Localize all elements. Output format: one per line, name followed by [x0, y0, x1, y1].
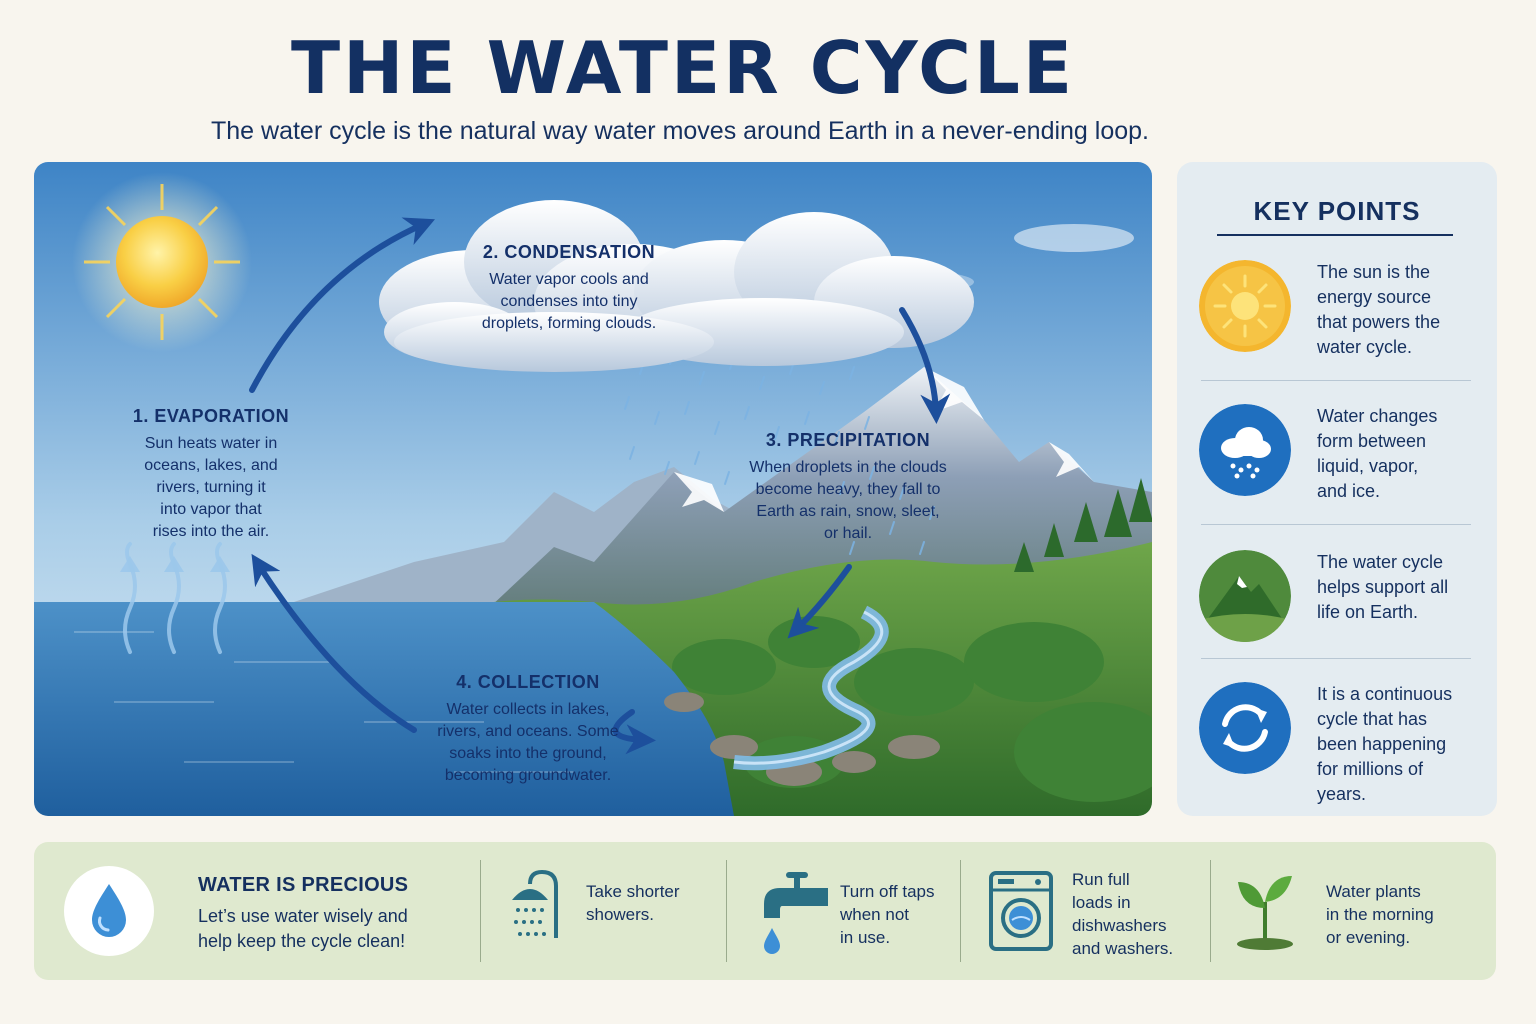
tip-line: or evening.: [1326, 928, 1411, 947]
key-point-item: It is a continuous cycle that has been h…: [1199, 682, 1471, 804]
conservation-text: Let’s use water wisely and help keep the…: [198, 904, 448, 954]
tip-text: Water plants in the morning or evening.: [1326, 880, 1434, 949]
faucet-icon: [750, 866, 830, 962]
tip-line: Take shorter: [586, 882, 680, 901]
key-point-item: The water cycle helps support all life o…: [1199, 550, 1471, 670]
mountain-icon: [1199, 550, 1291, 642]
tip-divider: [1210, 860, 1211, 962]
tip-text: Take shorter showers.: [586, 880, 680, 926]
step-text-line: Water vapor cools and: [489, 271, 649, 288]
shower-icon: [504, 864, 574, 958]
step-text-line: Water collects in lakes,: [446, 701, 610, 718]
key-point-divider: [1201, 658, 1471, 659]
step-condensation: 2. CONDENSATION Water vapor cools and co…: [444, 242, 694, 335]
water-drop-icon: [64, 866, 154, 956]
rain-cloud-icon: [1199, 404, 1291, 496]
tip-line: dishwashers: [1072, 916, 1167, 935]
key-point-text: Water changes form between liquid, vapor…: [1317, 404, 1487, 504]
tip-line: Turn off taps: [840, 882, 935, 901]
key-point-item: Water changes form between liquid, vapor…: [1199, 404, 1471, 524]
step-text-line: When droplets in the clouds: [749, 459, 947, 476]
key-point-line: Water changes: [1317, 406, 1438, 426]
step-text-line: soaks into the ground,: [449, 745, 607, 762]
tip-text: Run full loads in dishwashers and washer…: [1072, 868, 1173, 960]
key-point-line: and ice.: [1317, 481, 1381, 501]
key-point-line: for millions of: [1317, 759, 1424, 779]
tip-line: and washers.: [1072, 939, 1174, 958]
key-point-line: liquid, vapor,: [1317, 456, 1419, 476]
step-text-line: into vapor that: [160, 501, 262, 518]
step-text-line: rises into the air.: [152, 523, 270, 540]
tip-line: when not: [840, 905, 909, 924]
key-point-line: cycle that has: [1317, 709, 1428, 729]
step-text-line: become heavy, they fall to: [755, 481, 941, 498]
key-point-line: form between: [1317, 431, 1427, 451]
step-text-line: rivers, turning it: [156, 479, 266, 496]
step-text-line: condenses into tiny: [500, 293, 638, 310]
washing-machine-icon: [988, 870, 1054, 956]
page-subtitle: The water cycle is the natural way water…: [211, 117, 1149, 145]
tip-line: in the morning: [1326, 905, 1434, 924]
key-point-line: years.: [1317, 784, 1367, 804]
water-cycle-illustration: 1. EVAPORATION Sun heats water in oceans…: [34, 162, 1152, 816]
landscape-scene: [34, 162, 1152, 816]
step-text-line: droplets, forming clouds.: [481, 315, 657, 332]
key-point-line: energy source: [1317, 287, 1432, 307]
step-heading: 1. EVAPORATION: [132, 406, 290, 426]
step-text-line: oceans, lakes, and: [144, 457, 278, 474]
key-point-line: helps support all: [1317, 577, 1449, 597]
tip-divider: [726, 860, 727, 962]
step-text-line: becoming groundwater.: [444, 767, 612, 784]
key-point-line: The sun is the: [1317, 262, 1431, 282]
sun-icon: [1199, 260, 1291, 352]
step-heading: 2. CONDENSATION: [482, 242, 656, 262]
tip-divider: [960, 860, 961, 962]
step-heading: 4. COLLECTION: [456, 672, 600, 692]
conservation-title: WATER IS PRECIOUS: [198, 874, 409, 896]
key-point-text: It is a continuous cycle that has been h…: [1317, 682, 1487, 807]
tip-line: loads in: [1072, 893, 1131, 912]
key-point-line: life on Earth.: [1317, 602, 1419, 622]
key-point-line: that powers the: [1317, 312, 1441, 332]
key-point-text: The water cycle helps support all life o…: [1317, 550, 1487, 625]
key-point-text: The sun is the energy source that powers…: [1317, 260, 1487, 360]
seedling-icon: [1230, 868, 1300, 954]
key-point-line: The water cycle: [1317, 552, 1444, 572]
cycle-arrows-icon: [1199, 682, 1291, 774]
step-text-line: rivers, and oceans. Some: [437, 723, 619, 740]
step-collection: 4. COLLECTION Water collects in lakes, r…: [418, 672, 638, 787]
tip-line: in use.: [840, 928, 891, 947]
step-precipitation: 3. PRECIPITATION When droplets in the cl…: [728, 430, 968, 545]
key-points-underline: [1217, 234, 1453, 236]
key-point-divider: [1201, 380, 1471, 381]
tip-line: showers.: [586, 905, 655, 924]
step-text-line: Earth as rain, snow, sleet,: [756, 503, 940, 520]
key-points-title: KEY POINTS: [1253, 196, 1421, 226]
page-title: THE WATER CYCLE: [290, 26, 1076, 110]
key-point-divider: [1201, 524, 1471, 525]
tip-divider: [480, 860, 481, 962]
key-point-line: water cycle.: [1317, 337, 1413, 357]
step-heading: 3. PRECIPITATION: [765, 430, 931, 450]
tip-line: Water plants: [1326, 882, 1421, 901]
conservation-line: Let’s use water wisely and: [198, 906, 408, 926]
key-point-item: The sun is the energy source that powers…: [1199, 260, 1471, 380]
step-text-line: Sun heats water in: [144, 435, 278, 452]
water-conservation-bar: WATER IS PRECIOUS Let’s use water wisely…: [34, 842, 1496, 980]
step-text-line: or hail.: [823, 525, 873, 542]
key-point-line: It is a continuous: [1317, 684, 1453, 704]
key-point-line: been happening: [1317, 734, 1447, 754]
tip-text: Turn off taps when not in use.: [840, 880, 935, 949]
key-points-panel: KEY POINTS The sun is the energy source …: [1177, 162, 1497, 816]
step-evaporation: 1. EVAPORATION Sun heats water in oceans…: [96, 406, 326, 543]
conservation-line: help keep the cycle clean!: [198, 931, 406, 951]
tip-line: Run full: [1072, 870, 1130, 889]
